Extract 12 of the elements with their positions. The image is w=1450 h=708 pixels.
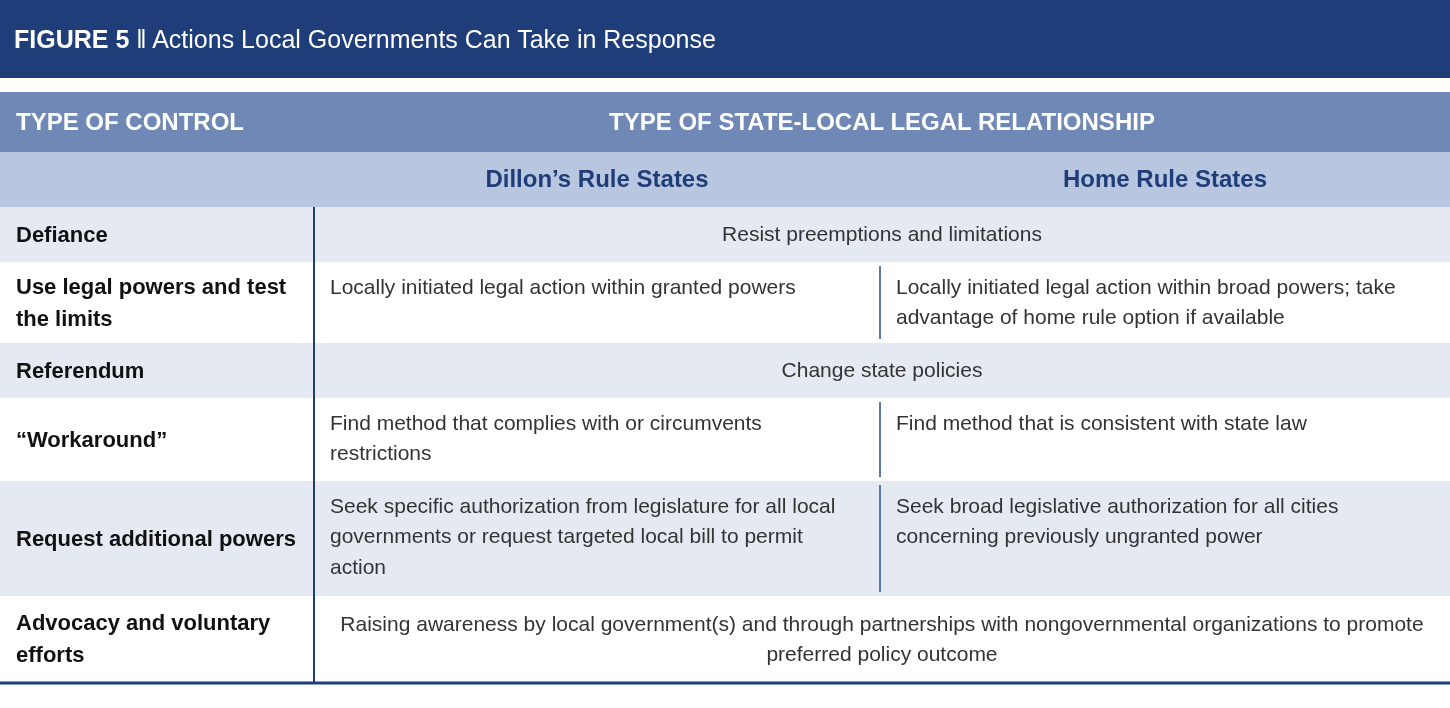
cell-text: Seek specific authorization from legislature for all local governments or request targeted local bill to permit action xyxy=(314,481,880,596)
row-label: Request additional powers xyxy=(0,481,314,596)
row-label: Referendum xyxy=(0,343,314,398)
cell-text: Change state policies xyxy=(314,343,1450,398)
cell-text: Seek broad legislative authorization for all cities concerning previously ungranted power xyxy=(880,481,1450,596)
cell-text: Resist preemptions and limitations xyxy=(314,207,1450,262)
row-label: Defiance xyxy=(0,207,314,262)
column-subheader: Dillon’s Rule States xyxy=(314,152,880,207)
column-header: TYPE OF STATE-LOCAL LEGAL RELATIONSHIP xyxy=(314,92,1450,152)
figure-title: FIGURE 5 ‖ Actions Local Governments Can Take in Response xyxy=(0,0,1450,78)
column-header: TYPE OF CONTROL xyxy=(0,92,314,152)
column-subheader: Home Rule States xyxy=(880,152,1450,207)
